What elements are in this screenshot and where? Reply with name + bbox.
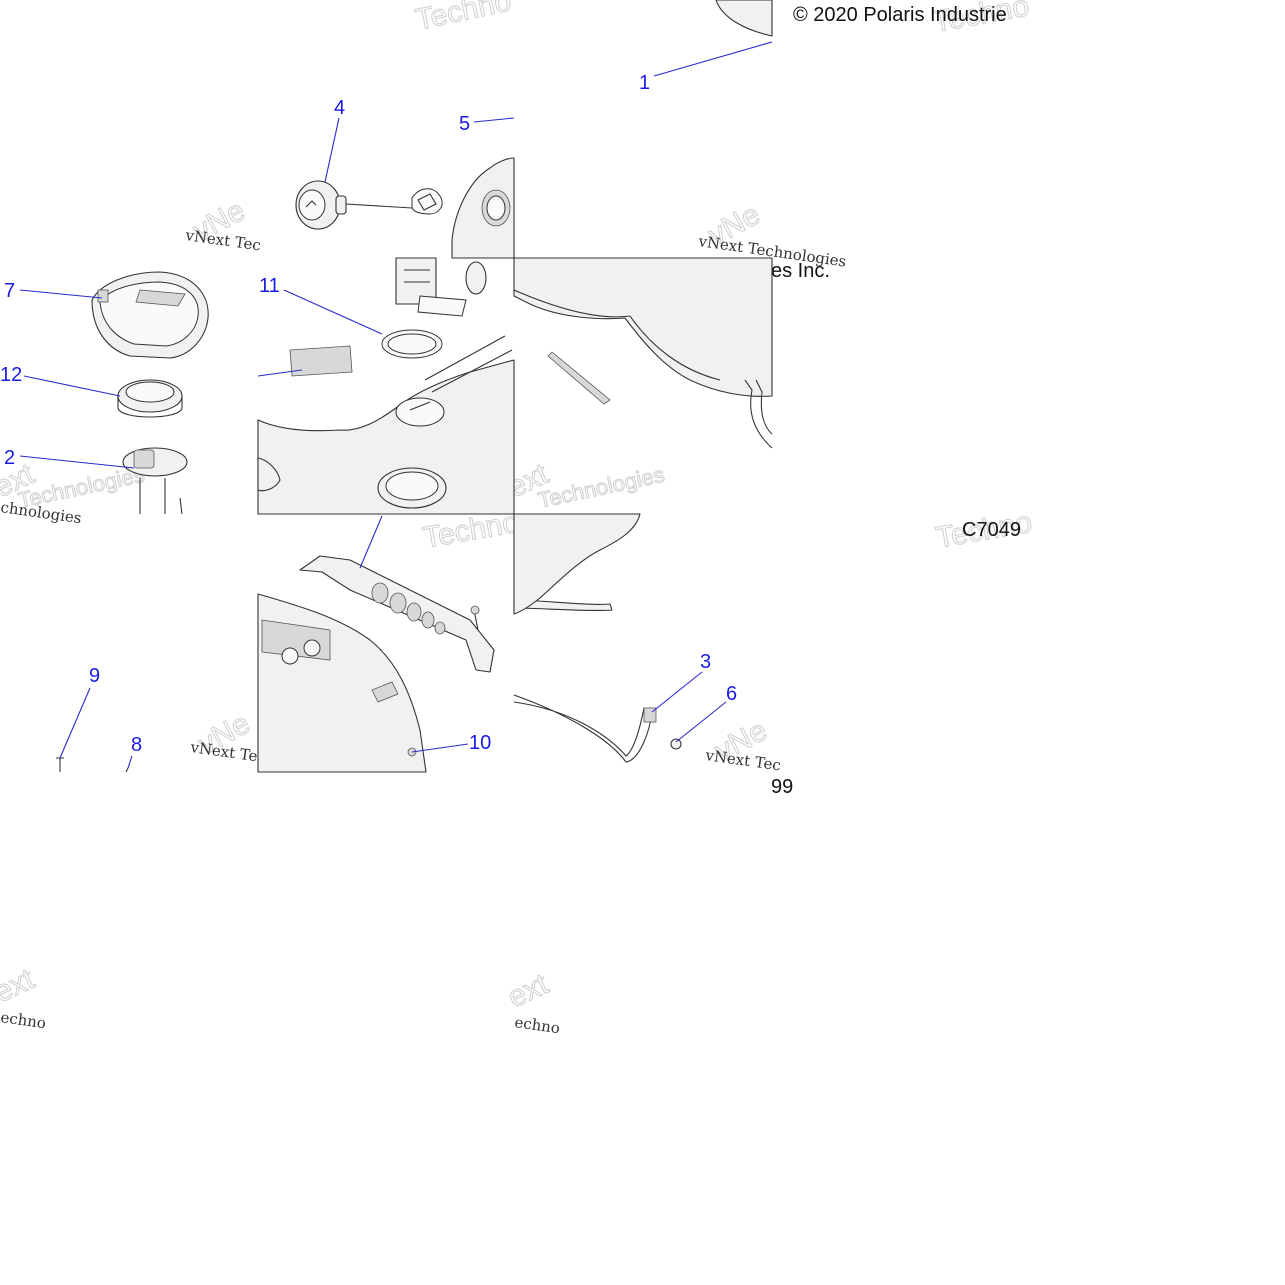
tank-support-bracket <box>299 555 495 673</box>
leader-5 <box>473 117 515 123</box>
leader-lines <box>19 41 773 769</box>
watermark-ext-bottom-left: ext <box>0 962 40 1009</box>
callout-7: 7 <box>4 280 15 302</box>
leader-11 <box>283 289 383 335</box>
watermark-echno-2: echno <box>513 1013 561 1037</box>
fuel-pump-module <box>122 447 188 515</box>
fuel-tank-strap <box>513 513 682 763</box>
diagram-fragment-number: 99 <box>771 776 793 798</box>
fuel-tank-body-lower <box>257 593 427 773</box>
gas-cap-assembly <box>295 180 443 230</box>
leader-2 <box>19 455 135 469</box>
watermark-layer: Techno Techno Techno Techno ext ext ext … <box>0 0 1035 1015</box>
callout-8: 8 <box>131 734 142 756</box>
copyright-fragment: es Inc. <box>771 260 830 282</box>
callout-1: 1 <box>639 72 650 94</box>
watermark-echno-1: echno <box>0 1008 47 1032</box>
callout-labels: 1 2 3 4 5 6 7 8 9 10 11 12 <box>0 72 737 756</box>
callout-6: 6 <box>726 683 737 705</box>
callout-10: 10 <box>469 732 491 754</box>
callout-3: 3 <box>700 651 711 673</box>
watermark-ext-bottom-center: ext <box>503 967 554 1014</box>
fuel-tank-filler-neck <box>451 157 515 259</box>
watermark-vnext-3: vNext Tec <box>188 738 267 767</box>
watermark-vnext-1: vNext Tec <box>183 226 262 255</box>
leader-6 <box>675 701 727 743</box>
lock-ring <box>117 379 183 418</box>
copyright-notice: © 2020 Polaris Industrie <box>793 4 1007 26</box>
fasteners-bottom-left <box>56 757 129 773</box>
leader-11b <box>257 369 303 377</box>
callout-9: 9 <box>89 665 100 687</box>
fuel-tank-body-center <box>257 335 515 515</box>
callout-11: 11 <box>259 275 280 297</box>
callout-2: 2 <box>4 447 15 469</box>
watermark-techno-top: Techno <box>413 0 514 37</box>
leader-4 <box>324 117 340 183</box>
callout-4: 4 <box>334 97 345 119</box>
fuel-pump-cover <box>91 271 209 359</box>
leader-1 <box>653 41 773 77</box>
diagram-code: C7049 <box>962 519 1021 541</box>
callout-5: 5 <box>459 113 470 135</box>
leader-8 <box>127 755 133 769</box>
callout-12: 12 <box>0 364 22 386</box>
leader-bracket <box>359 515 383 569</box>
fuel-tank-top-curve <box>715 0 773 37</box>
watermark-technologies-center: Technologies <box>536 462 667 513</box>
leader-7 <box>19 289 103 299</box>
leader-9 <box>59 687 91 759</box>
leader-3 <box>651 671 703 713</box>
leader-12 <box>23 375 121 397</box>
watermark-vnext-4: vNext Tec <box>703 746 782 775</box>
fuel-tank-body-right <box>513 257 773 449</box>
fuel-sender-assembly <box>381 257 487 359</box>
leader-10 <box>411 743 469 753</box>
